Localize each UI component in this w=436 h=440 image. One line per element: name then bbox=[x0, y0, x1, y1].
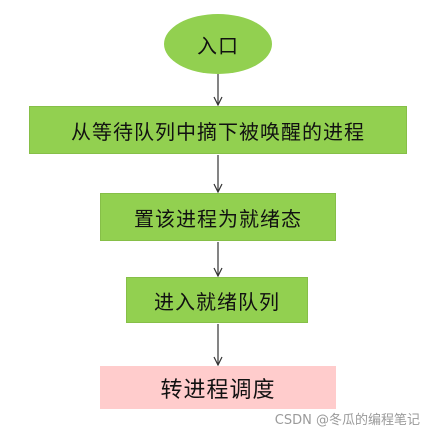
entry-node: 入口 bbox=[164, 14, 272, 74]
step-process-scheduling-label: 转进程调度 bbox=[160, 377, 276, 403]
step-enter-ready-queue: 进入就绪队列 bbox=[126, 277, 308, 323]
step-remove-from-wait-queue-label: 从等待队列中摘下被唤醒的进程 bbox=[71, 119, 365, 144]
entry-node-label: 入口 bbox=[197, 33, 239, 58]
step-enter-ready-queue-label: 进入就绪队列 bbox=[154, 289, 280, 314]
step-remove-from-wait-queue: 从等待队列中摘下被唤醒的进程 bbox=[29, 106, 407, 154]
step-process-scheduling: 转进程调度 bbox=[100, 366, 336, 409]
step-set-ready-state-label: 置该进程为就绪态 bbox=[134, 206, 302, 231]
watermark: CSDN @冬瓜的编程笔记 bbox=[272, 409, 422, 428]
step-set-ready-state: 置该进程为就绪态 bbox=[100, 193, 336, 241]
